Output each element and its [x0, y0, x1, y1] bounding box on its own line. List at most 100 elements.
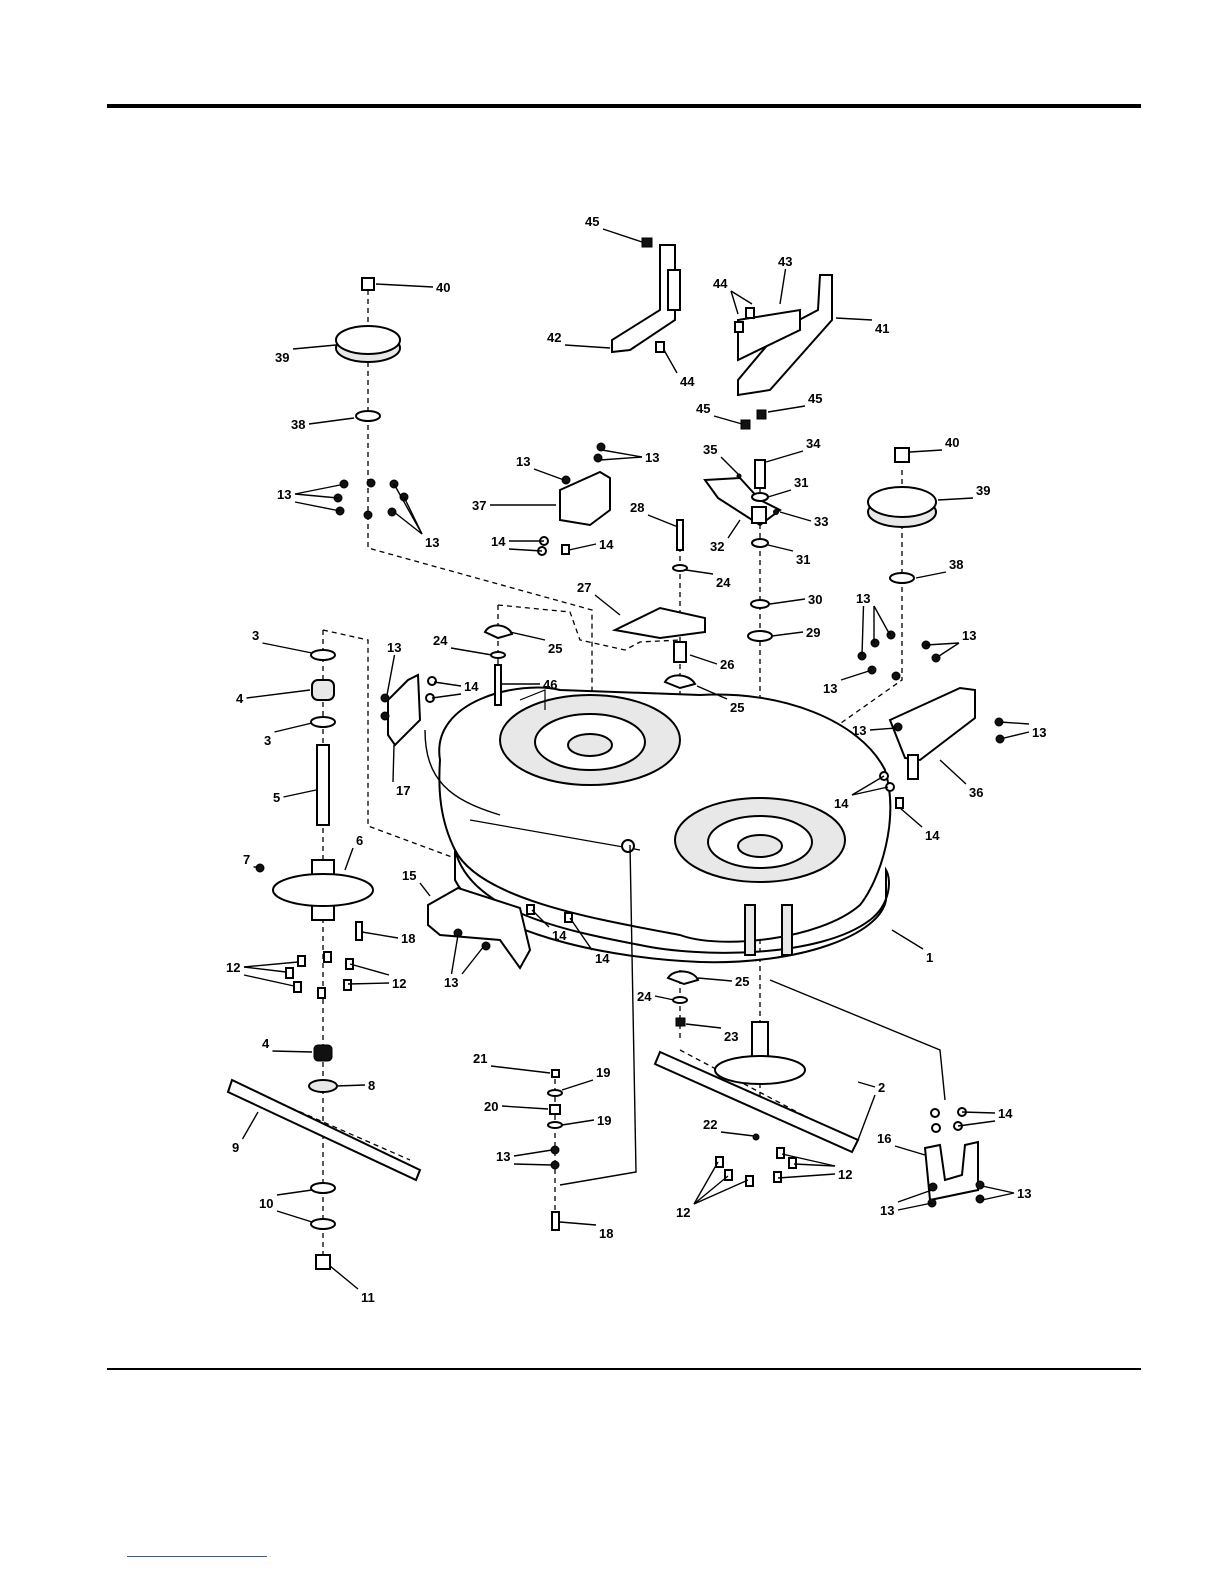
- leader-line: [664, 350, 677, 373]
- leader-line: [768, 406, 805, 412]
- leader-line: [293, 345, 336, 349]
- callout-label-13: 13: [1032, 725, 1046, 740]
- leader-line: [836, 318, 872, 320]
- leader-line: [387, 655, 395, 695]
- leader-line: [780, 512, 811, 521]
- callout-label-15: 15: [402, 868, 416, 883]
- leader-line: [243, 1112, 259, 1139]
- leader-line: [862, 606, 864, 655]
- leader-line: [394, 512, 422, 534]
- callout-label-37: 37: [472, 498, 486, 513]
- leader-line: [309, 418, 354, 424]
- leader-line: [562, 1120, 594, 1125]
- callout-label-45: 45: [808, 391, 822, 406]
- callout-label-40: 40: [436, 280, 450, 295]
- leader-line: [244, 962, 298, 967]
- leader-line: [780, 269, 786, 304]
- callout-label-13: 13: [962, 628, 976, 643]
- leader-line: [275, 723, 313, 732]
- callout-label-7: 7: [243, 852, 250, 867]
- callout-label-28: 28: [630, 500, 644, 515]
- leader-line: [603, 229, 642, 242]
- leader-line: [898, 1190, 932, 1202]
- callout-label-4: 4: [262, 1036, 270, 1051]
- leader-line: [451, 648, 492, 655]
- callout-label-12: 12: [838, 1167, 852, 1182]
- center-stack: [485, 520, 705, 705]
- leader-line: [938, 498, 973, 500]
- leader-line: [698, 978, 732, 981]
- leader-line: [514, 1150, 552, 1156]
- callout-label-36: 36: [969, 785, 983, 800]
- callout-label-11: 11: [361, 1290, 375, 1305]
- leader-line: [404, 497, 422, 534]
- callout-label-23: 23: [724, 1029, 738, 1044]
- callout-label-14: 14: [998, 1106, 1013, 1121]
- leader-line: [940, 760, 966, 784]
- callout-label-14: 14: [834, 796, 849, 811]
- callout-label-13: 13: [880, 1203, 894, 1218]
- leader-line: [514, 1164, 552, 1165]
- leader-line: [560, 1222, 596, 1225]
- leader-line: [244, 967, 286, 972]
- leader-line: [247, 690, 311, 698]
- leader-line: [772, 632, 803, 636]
- leader-line: [600, 457, 642, 460]
- callout-label-42: 42: [547, 330, 561, 345]
- leader-line: [502, 1106, 548, 1109]
- callout-label-18: 18: [401, 931, 415, 946]
- callout-label-35: 35: [703, 442, 717, 457]
- leader-line: [721, 1132, 754, 1136]
- leader-line: [648, 515, 678, 527]
- leader-line: [595, 595, 620, 615]
- callout-label-13: 13: [425, 535, 439, 550]
- leader-line: [958, 1121, 995, 1126]
- callout-label-14: 14: [599, 537, 614, 552]
- leader-line: [858, 1095, 875, 1140]
- bracket-36: [880, 688, 1004, 808]
- leader-line: [295, 494, 338, 498]
- callout-label-45: 45: [585, 214, 599, 229]
- callout-label-25: 25: [730, 700, 744, 715]
- callout-label-2: 2: [878, 1080, 885, 1095]
- callout-label-12: 12: [676, 1205, 690, 1220]
- leader-line: [330, 1266, 358, 1289]
- bracket-16: [925, 1108, 984, 1207]
- leader-line: [892, 930, 923, 949]
- callout-label-13: 13: [852, 723, 866, 738]
- callout-label-44: 44: [680, 374, 695, 389]
- callout-label-8: 8: [368, 1078, 375, 1093]
- leader-line: [694, 1176, 728, 1204]
- callout-label-31: 31: [794, 475, 808, 490]
- callout-label-19: 19: [597, 1113, 611, 1128]
- leader-line: [336, 1085, 365, 1086]
- callout-label-43: 43: [778, 254, 792, 269]
- leader-line: [376, 284, 433, 287]
- leader-line: [569, 544, 596, 550]
- callout-label-29: 29: [806, 625, 820, 640]
- leader-line: [434, 682, 461, 686]
- leader-line: [277, 1190, 312, 1195]
- callout-label-24: 24: [433, 633, 448, 648]
- callout-label-46: 46: [543, 677, 557, 692]
- leader-line: [510, 632, 545, 640]
- callout-label-21: 21: [473, 1051, 487, 1066]
- leader-line: [686, 1024, 721, 1028]
- leader-line: [273, 1051, 313, 1052]
- leader-line: [393, 745, 394, 782]
- callout-label-20: 20: [484, 1099, 498, 1114]
- callout-label-40: 40: [945, 435, 959, 450]
- callout-label-38: 38: [949, 557, 963, 572]
- callout-label-34: 34: [806, 436, 821, 451]
- leader-line: [1000, 722, 1029, 724]
- callout-label-13: 13: [645, 450, 659, 465]
- leader-line: [936, 643, 959, 658]
- callout-label-13: 13: [516, 454, 530, 469]
- leader-line: [898, 1203, 932, 1210]
- callout-label-4: 4: [236, 691, 244, 706]
- callout-label-6: 6: [356, 833, 363, 848]
- callout-label-25: 25: [548, 641, 562, 656]
- screws-left: [286, 952, 353, 998]
